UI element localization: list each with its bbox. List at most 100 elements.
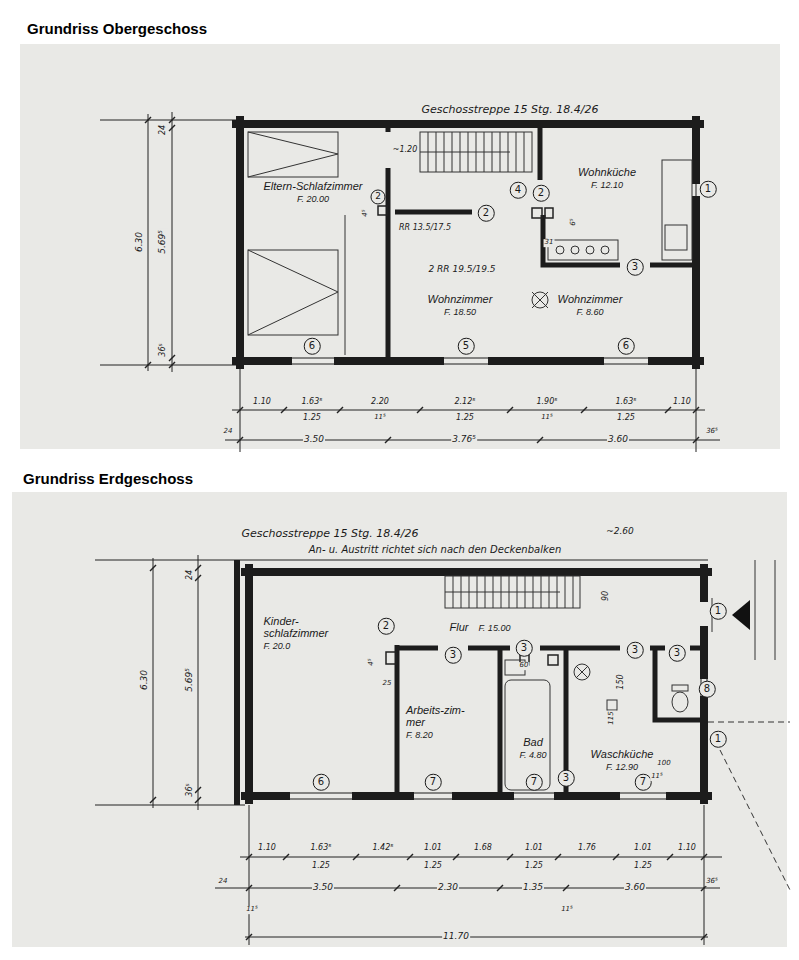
wall	[236, 120, 700, 365]
dimension-label: 1.76	[577, 844, 597, 853]
dimension-label: 100	[656, 760, 671, 768]
stair-tread	[477, 576, 478, 608]
dashed-line	[708, 722, 790, 890]
stairs	[420, 132, 580, 608]
callout-number: 3	[445, 647, 462, 664]
floor-drain	[574, 664, 590, 680]
stair-tread	[533, 576, 534, 608]
room-name: Kinder- schlafzimmer	[263, 615, 338, 640]
room-name: Bad	[522, 736, 544, 749]
dimension-tick	[195, 787, 201, 793]
dimension-label: 1.25	[616, 414, 636, 423]
dimension-label: 1.63⁵	[614, 398, 637, 407]
dimension-tick	[693, 407, 699, 413]
chimney	[386, 652, 396, 664]
dimension-tick	[563, 885, 569, 891]
dimension-tick	[385, 437, 391, 443]
dimension-label: 2 RR 19.5/19.5	[427, 265, 496, 275]
stair-tread	[452, 132, 453, 172]
callout-number: 3	[627, 642, 644, 659]
hob	[601, 246, 609, 254]
callout-number: 8	[699, 681, 716, 698]
furniture	[248, 132, 692, 790]
dimension-label: 24	[218, 878, 229, 886]
dimension-tick	[237, 437, 243, 443]
dimension-label: 1.35	[522, 883, 544, 893]
sink	[665, 225, 687, 250]
dimension-tick	[246, 885, 252, 891]
stair-tread	[468, 132, 469, 172]
dimension-label: 4⁵	[368, 657, 376, 666]
dimension-label: 115	[608, 710, 616, 725]
dimension-label: 1.63⁵	[309, 844, 332, 853]
plan-note: Geschosstreppe 15 Stg. 18.4/26	[420, 104, 599, 116]
plan-heading: Grundriss Erdgeschoss	[23, 470, 193, 487]
dimension-label: 1.90⁵	[535, 398, 558, 407]
fixture	[607, 700, 617, 710]
stair-tread	[508, 132, 509, 172]
window	[288, 180, 696, 364]
dimension-label: 1.42⁵	[371, 844, 394, 853]
dimension-tick	[353, 854, 359, 860]
stair-tread	[541, 576, 542, 608]
dimension-label: 11⁵	[650, 773, 664, 781]
hob	[571, 246, 579, 254]
dimension-label: 3.60	[624, 883, 646, 893]
callout-number: 6	[304, 338, 321, 355]
dimension-lines	[100, 112, 720, 452]
callout-number: 6	[313, 774, 330, 791]
hob	[556, 246, 564, 254]
stair-tread	[525, 576, 526, 608]
dimension-label: 11⁵	[540, 414, 554, 422]
room-area: F. 8.20	[405, 730, 434, 740]
room: BadF. 4.80	[519, 736, 548, 760]
callout-number: 5	[458, 338, 475, 355]
dimension-label: 1.01	[633, 844, 653, 853]
wall	[245, 568, 708, 800]
paper-ground	[20, 44, 780, 449]
dimension-label: 1.01	[423, 844, 443, 853]
wall	[388, 124, 696, 361]
chimney	[378, 206, 387, 215]
callout-number: 3	[516, 640, 533, 657]
dimension-tick	[195, 565, 201, 571]
dimension-label: 24	[186, 569, 195, 581]
callout-number: 2	[370, 189, 385, 204]
dimension-lines	[95, 555, 722, 945]
stair-tread	[493, 576, 494, 608]
dimension-tick	[701, 934, 707, 940]
dimension-label: 36⁵	[705, 878, 719, 886]
dimension-tick	[417, 407, 423, 413]
dimension-tick	[665, 407, 671, 413]
reference-lines	[95, 112, 722, 945]
dimension-tick	[507, 407, 513, 413]
callout-number: 7	[526, 774, 543, 791]
neighbour-wall	[234, 560, 240, 805]
stair-tread	[485, 576, 486, 608]
dimension-tick	[453, 854, 459, 860]
dimension-tick	[667, 854, 673, 860]
dimension-tick	[237, 407, 243, 413]
dimension-tick	[195, 797, 201, 803]
dimension-tick	[145, 117, 151, 123]
dimension-label: 1.25	[302, 414, 322, 423]
bed	[248, 132, 338, 177]
dimension-tick	[169, 355, 175, 361]
room-area: F. 15.00	[478, 623, 512, 633]
callout-number: 3	[558, 770, 575, 787]
dimension-label: 1.10	[672, 398, 692, 407]
plan-note: An- u. Austritt richtet sich nach den De…	[308, 544, 562, 555]
callout-number: 2	[478, 205, 495, 222]
dimension-label: 3.60	[607, 435, 629, 445]
room-name: Flur	[449, 621, 470, 634]
plan-heading: Grundriss Obergeschoss	[27, 20, 207, 37]
outside	[708, 560, 790, 890]
stair-tread	[549, 576, 550, 608]
stair-tread	[453, 576, 454, 608]
dimension-label: 24	[159, 124, 168, 136]
room-area: F. 8.60	[576, 307, 605, 317]
dimension-label: 150	[617, 673, 626, 690]
dimension-label: 6.30	[140, 669, 150, 691]
dimension-label: 5.69⁵	[185, 667, 195, 693]
room-name: Wohnzimmer	[427, 293, 494, 306]
